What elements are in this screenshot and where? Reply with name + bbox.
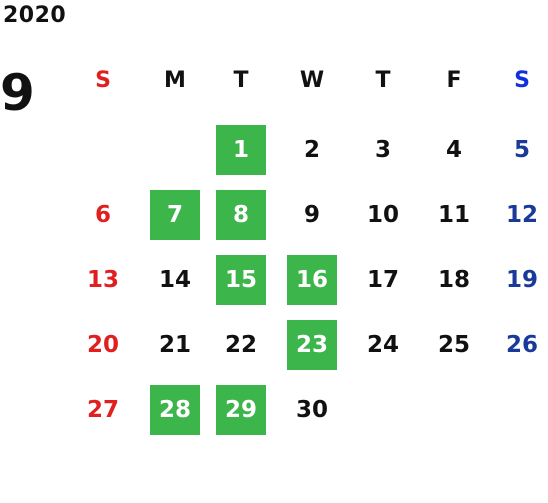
calendar-day: 2: [303, 137, 320, 163]
calendar-day: 3: [374, 137, 391, 163]
calendar-day: 29: [216, 385, 266, 435]
calendar-day: 26: [505, 332, 538, 358]
calendar-day: 14: [158, 267, 191, 293]
weekday-header-friday: F: [446, 68, 462, 93]
calendar-day: 24: [366, 332, 399, 358]
calendar-day: 4: [445, 137, 462, 163]
weekday-header-saturday: S: [514, 68, 530, 93]
calendar-day: 16: [287, 255, 337, 305]
calendar-day: 17: [366, 267, 399, 293]
weekday-header-thursday: T: [375, 68, 391, 93]
calendar-day: 11: [437, 202, 470, 228]
calendar-day: 12: [505, 202, 538, 228]
calendar-day: 25: [437, 332, 470, 358]
weekday-header-tuesday: T: [233, 68, 249, 93]
calendar-day: 13: [86, 267, 119, 293]
calendar-day: 15: [216, 255, 266, 305]
calendar-day: 22: [224, 332, 257, 358]
calendar-day: 1: [216, 125, 266, 175]
calendar-day: 5: [513, 137, 530, 163]
calendar-day: 7: [150, 190, 200, 240]
calendar-day: 27: [86, 397, 119, 423]
calendar-day: 8: [216, 190, 266, 240]
calendar-day: 28: [150, 385, 200, 435]
calendar-day: 6: [94, 202, 111, 228]
calendar-day: 9: [303, 202, 320, 228]
calendar-day: 21: [158, 332, 191, 358]
calendar-day: 18: [437, 267, 470, 293]
calendar-day: 23: [287, 320, 337, 370]
calendar-day: 30: [295, 397, 328, 423]
calendar-day: 19: [505, 267, 538, 293]
calendar-day: 20: [86, 332, 119, 358]
year-label: 2020: [3, 3, 67, 28]
month-number: 9: [0, 64, 35, 122]
calendar-day: 10: [366, 202, 399, 228]
weekday-header-monday: M: [164, 68, 186, 93]
weekday-header-wednesday: W: [299, 68, 325, 93]
weekday-header-sunday: S: [95, 68, 111, 93]
